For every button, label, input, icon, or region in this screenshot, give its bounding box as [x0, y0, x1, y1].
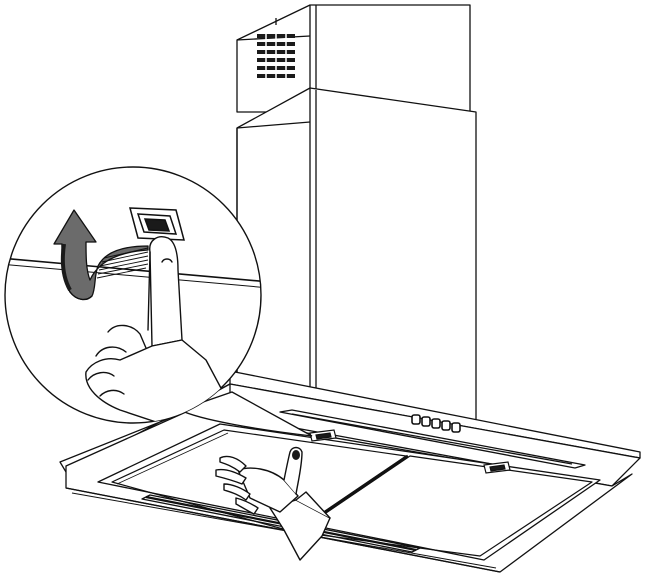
control-buttons: [411, 414, 461, 433]
lift-arrow-icon: [53, 209, 149, 301]
range-hood-lower-chimney: [236, 87, 477, 421]
hand-pushing-filter: [215, 446, 331, 561]
vent-grille: [257, 32, 295, 80]
filter-clips: [309, 429, 511, 474]
filter-latch: [129, 207, 185, 241]
detail-callout-circle: [4, 166, 313, 437]
finger-pressing-latch: [85, 236, 231, 423]
